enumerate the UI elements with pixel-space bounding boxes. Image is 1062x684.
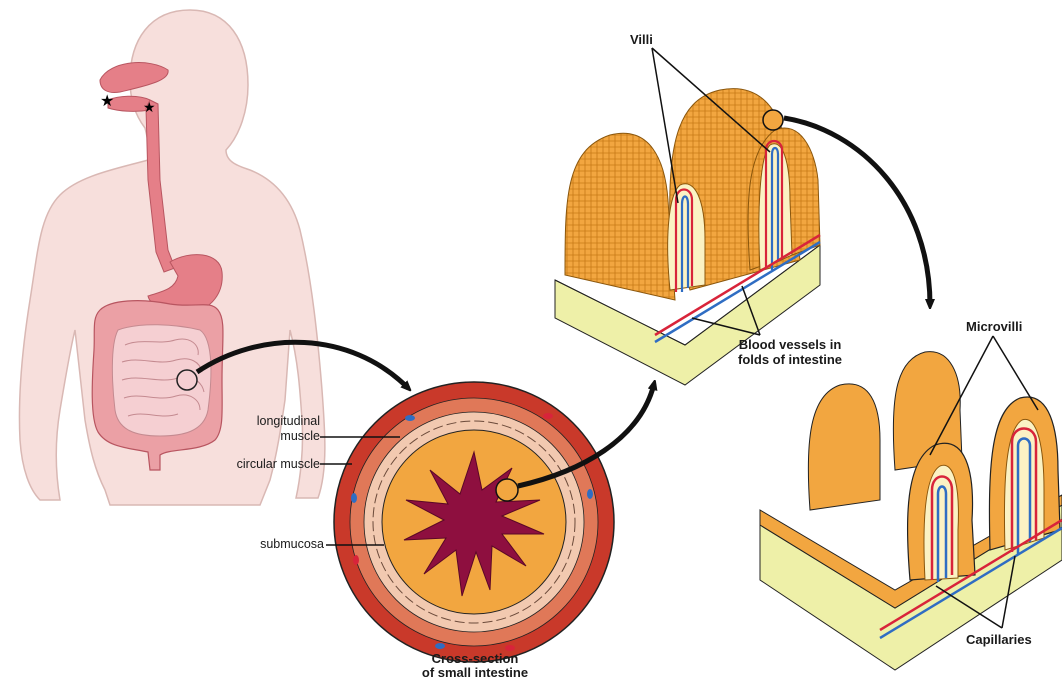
villus-left <box>565 133 675 300</box>
longitudinal-muscle-label: longitudinal muscle <box>196 414 320 444</box>
star-icon: ★ <box>100 91 114 110</box>
cross-section-label: Cross-section of small intestine <box>385 652 565 680</box>
villi-label: Villi <box>630 32 653 47</box>
magnify-circle-intestine <box>177 370 197 390</box>
microvilli-label: Microvilli <box>966 319 1022 334</box>
magnify-circle-villi <box>763 110 783 130</box>
microvilli-block <box>760 352 1062 670</box>
blood-vessels-label: Blood vessels in folds of intestine <box>700 337 880 367</box>
cross-section <box>334 382 614 662</box>
microvillus-back-left <box>808 384 880 510</box>
cross-section-label-line1: Cross-section <box>385 652 565 666</box>
submucosa-label: submucosa <box>200 537 324 551</box>
longitudinal-muscle-label-line1: longitudinal <box>196 414 320 429</box>
cross-section-label-line2: of small intestine <box>385 666 565 680</box>
blood-vessels-label-line2: folds of intestine <box>700 352 880 367</box>
circular-muscle-label: circular muscle <box>196 457 320 471</box>
magnify-circle-cross-section <box>496 479 518 501</box>
capillaries-label: Capillaries <box>966 632 1032 647</box>
longitudinal-muscle-label-line2: muscle <box>196 429 320 444</box>
blood-vessels-label-line1: Blood vessels in <box>700 337 880 352</box>
star-icon: ★ <box>143 100 156 116</box>
